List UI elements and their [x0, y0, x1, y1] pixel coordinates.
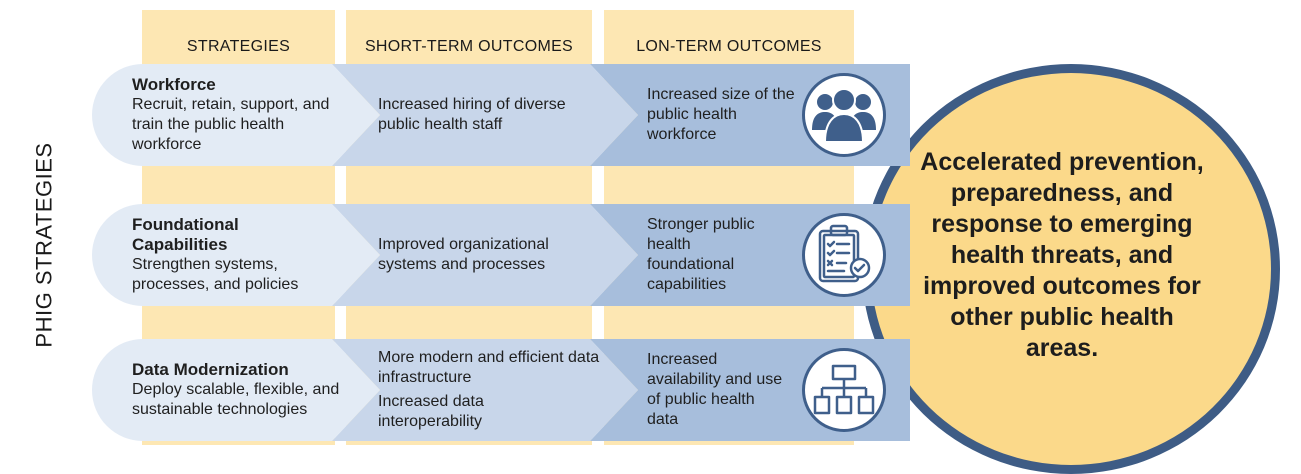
short-term-segment	[332, 64, 638, 166]
long-term-outcome: Stronger public health foundational capa…	[647, 216, 755, 293]
short-term-outcome: More modern and efficient data infrastru…	[378, 349, 600, 386]
long-term-outcome: Increased availability and use of public…	[647, 351, 783, 428]
column-header-long-term: LON-TERM OUTCOMES	[636, 38, 822, 55]
people-group-icon	[802, 73, 886, 157]
short-term-segment	[332, 204, 638, 306]
strategy-title: Foundational Capabilities	[132, 215, 239, 254]
clipboard-checklist-icon	[802, 213, 886, 297]
side-label: PHIG STRATEGIES	[10, 50, 80, 440]
outcome-text: Accelerated prevention, preparedness, an…	[920, 147, 1204, 362]
short-term-cell: Improved organizational systems and proc…	[378, 204, 603, 306]
long-term-cell: Stronger public health foundational capa…	[647, 204, 767, 306]
strategy-cell: Workforce Recruit, retain, support, and …	[132, 64, 357, 166]
short-term-outcome: Increased data interoperability	[378, 393, 484, 430]
strategy-title: Data Modernization	[132, 360, 289, 379]
column-header-short-term: SHORT-TERM OUTCOMES	[364, 38, 574, 55]
strategy-segment	[92, 204, 380, 306]
strategy-cell: Foundational Capabilities Strengthen sys…	[132, 204, 357, 306]
outcome-circle: Accelerated prevention, preparedness, an…	[862, 64, 1280, 474]
side-label-text: PHIG STRATEGIES	[32, 142, 57, 348]
long-term-outcome: Increased size of the public health work…	[647, 86, 795, 143]
short-term-segment	[332, 339, 638, 441]
short-term-cell: Increased hiring of diverse public healt…	[378, 64, 598, 166]
strategy-description: Deploy scalable, flexible, and sustainab…	[132, 381, 340, 418]
strategy-description: Strengthen systems, processes, and polic…	[132, 256, 299, 293]
hierarchy-chart-icon	[802, 348, 886, 432]
strategy-title: Workforce	[132, 75, 216, 94]
row-foundational-capabilities: Foundational Capabilities Strengthen sys…	[92, 204, 910, 306]
column-header-strategies: STRATEGIES	[186, 38, 291, 55]
short-term-outcome: Increased hiring of diverse public healt…	[378, 96, 566, 133]
short-term-outcome: Improved organizational systems and proc…	[378, 236, 549, 273]
strategy-description: Recruit, retain, support, and train the …	[132, 96, 330, 153]
row-data-modernization: Data Modernization Deploy scalable, flex…	[92, 339, 910, 441]
short-term-cell: More modern and efficient data infrastru…	[378, 339, 628, 441]
long-term-cell: Increased availability and use of public…	[647, 339, 787, 441]
strategy-segment	[92, 64, 380, 166]
long-term-cell: Increased size of the public health work…	[647, 64, 797, 166]
strategy-cell: Data Modernization Deploy scalable, flex…	[132, 339, 357, 441]
row-workforce: Workforce Recruit, retain, support, and …	[92, 64, 910, 166]
strategy-segment	[92, 339, 380, 441]
